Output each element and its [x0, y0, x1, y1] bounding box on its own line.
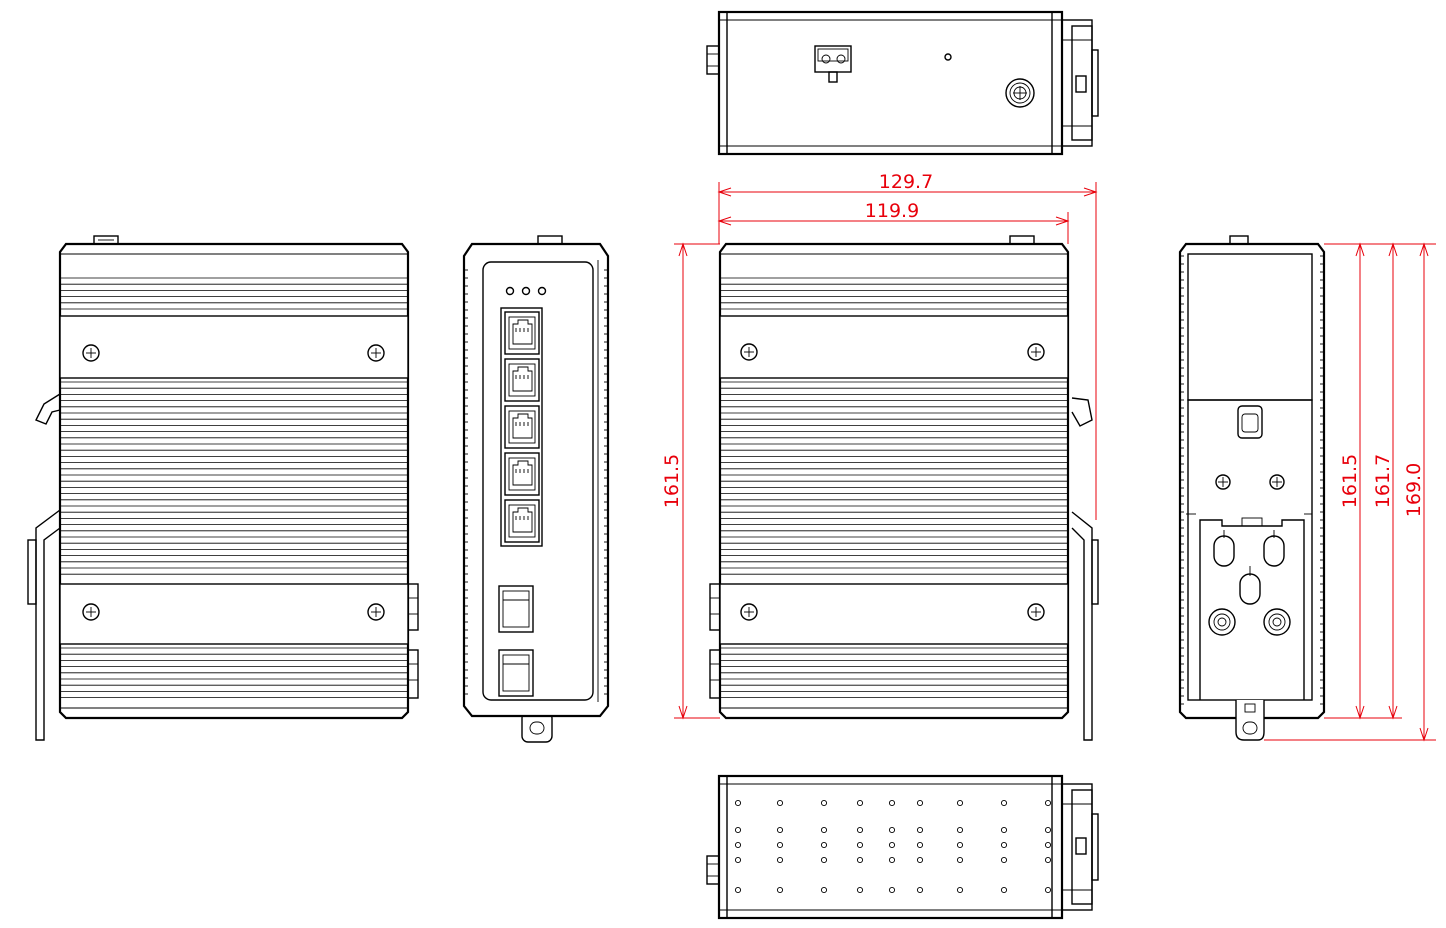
dim-label-overall-width: 129.7	[879, 171, 933, 193]
led-indicator	[505, 286, 515, 296]
power-terminal	[814, 45, 852, 83]
vent-hole	[776, 826, 784, 834]
vent-hole	[776, 799, 784, 807]
vent-hole	[888, 841, 896, 849]
vent-hole	[856, 826, 864, 834]
rear-view	[27, 235, 419, 741]
sfp-port	[498, 649, 534, 697]
dimension-front-height: 161.5	[661, 242, 720, 720]
vent-hole	[1000, 856, 1008, 864]
screw	[82, 344, 100, 362]
mount-hole	[1208, 608, 1236, 636]
vent-hole	[856, 886, 864, 894]
rj45-port	[504, 452, 540, 496]
vent-hole	[956, 841, 964, 849]
vent-hole	[820, 826, 828, 834]
bottom-view	[706, 774, 1099, 920]
vent-hole	[1044, 886, 1052, 894]
vent-hole	[916, 841, 924, 849]
vent-hole	[776, 856, 784, 864]
vent-hole	[1044, 841, 1052, 849]
vent-hole	[776, 841, 784, 849]
vent-hole	[888, 856, 896, 864]
screw	[367, 603, 385, 621]
vent-hole	[734, 826, 742, 834]
rj45-port	[504, 358, 540, 402]
screw	[1027, 603, 1045, 621]
dim-label-side-body: 161.5	[1339, 454, 1361, 508]
vent-hole	[888, 826, 896, 834]
vent-hole	[734, 799, 742, 807]
mount-hole	[1263, 608, 1291, 636]
dimension-body-width: 119.9	[717, 200, 1070, 244]
screw	[82, 603, 100, 621]
front-view: 129.7 119.9 161.5	[661, 171, 1099, 741]
vent-hole	[956, 856, 964, 864]
rj45-port	[504, 405, 540, 449]
screw	[1269, 474, 1285, 490]
vent-hole	[734, 856, 742, 864]
vent-hole	[776, 886, 784, 894]
rj45-port	[504, 499, 540, 543]
front-fins	[720, 277, 1068, 698]
rj45-ports	[504, 311, 540, 543]
vent-hole	[956, 886, 964, 894]
vent-hole	[1000, 826, 1008, 834]
side-ticks	[1180, 255, 1324, 705]
vent-hole	[916, 826, 924, 834]
port-view	[462, 235, 610, 743]
vent-hole	[820, 856, 828, 864]
vent-hole	[734, 841, 742, 849]
vent-holes	[734, 799, 1052, 894]
screw	[740, 343, 758, 361]
vent-hole	[856, 841, 864, 849]
vent-hole	[856, 856, 864, 864]
dim-label-front-height: 161.5	[661, 454, 683, 508]
vent-hole	[956, 826, 964, 834]
vent-hole	[1000, 841, 1008, 849]
screw	[1027, 343, 1045, 361]
vent-hole	[820, 799, 828, 807]
sfp-port	[498, 585, 534, 633]
rear-fins	[60, 277, 408, 698]
vent-hole	[956, 799, 964, 807]
vent-hole	[1000, 799, 1008, 807]
top-view	[706, 10, 1099, 156]
led-indicator	[521, 286, 531, 296]
vent-hole	[1044, 799, 1052, 807]
vent-hole	[734, 886, 742, 894]
vent-hole	[888, 886, 896, 894]
dim-label-body-width: 119.9	[865, 200, 919, 222]
screw	[367, 344, 385, 362]
dim-label-side-total: 169.0	[1403, 463, 1425, 517]
dimension-side-rail: 161.7	[1372, 242, 1402, 720]
dimension-side-body: 161.5	[1324, 242, 1372, 720]
side-view: 161.5 161.7 169.0	[1178, 235, 1436, 742]
sfp-ports	[498, 585, 534, 697]
vent-hole	[916, 799, 924, 807]
vent-hole	[916, 886, 924, 894]
led-indicator	[537, 286, 547, 296]
screw	[740, 603, 758, 621]
dimension-side-total: 169.0	[1264, 242, 1436, 742]
vent-hole	[916, 856, 924, 864]
dimension-overall-width: 129.7	[717, 171, 1098, 520]
vent-hole	[1044, 826, 1052, 834]
ground-screw	[1005, 78, 1035, 108]
vent-hole	[856, 799, 864, 807]
screw	[1215, 474, 1231, 490]
side-vent-ticks	[464, 269, 608, 695]
vent-hole	[1044, 856, 1052, 864]
status-leds	[505, 286, 547, 296]
vent-hole	[888, 799, 896, 807]
vent-hole	[820, 841, 828, 849]
rj45-port	[504, 311, 540, 355]
vent-hole	[820, 886, 828, 894]
vent-hole	[1000, 886, 1008, 894]
dim-label-side-rail: 161.7	[1372, 454, 1394, 508]
